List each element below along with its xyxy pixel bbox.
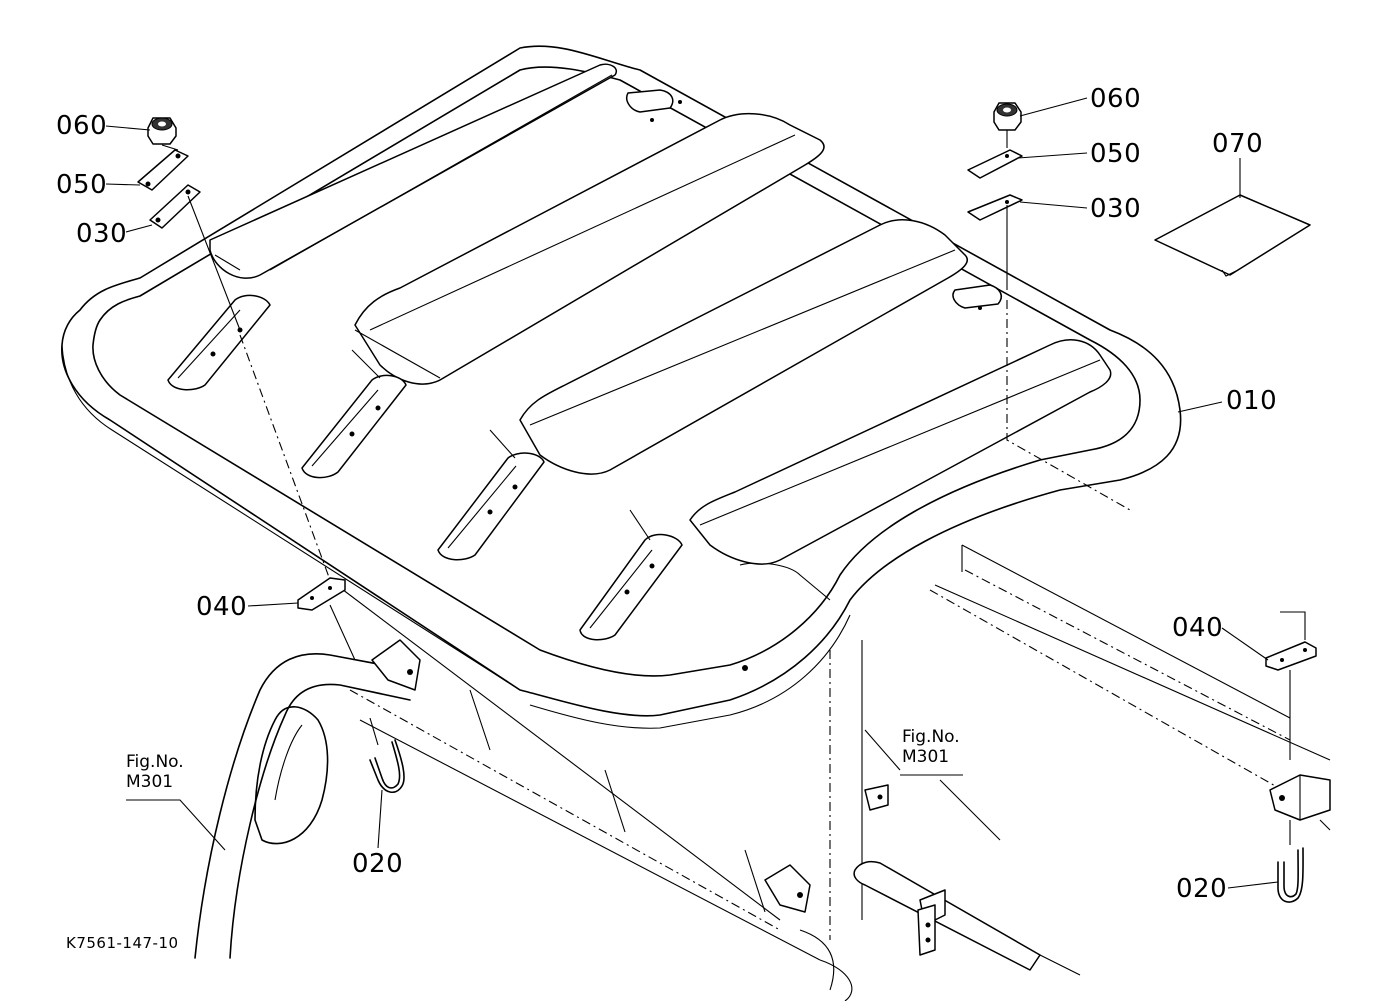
fig-ref-left-line1: Fig.No. [126, 752, 184, 772]
plate-030-left [149, 184, 201, 229]
label-050-right: 050 [1090, 139, 1142, 169]
nut-060-right [993, 102, 1022, 131]
drawing-code: K7561-147-10 [66, 934, 179, 952]
mount-pocket-4 [579, 533, 683, 641]
clip-040-right [1265, 641, 1317, 671]
roof-panel [61, 45, 1182, 729]
label-010: 010 [1226, 386, 1278, 416]
fig-ref-left-line2: M301 [126, 771, 174, 792]
leader-lines [105, 97, 1279, 889]
mount-pocket-3 [437, 452, 545, 561]
plate-050-left [137, 149, 189, 191]
nut-060-left [147, 117, 177, 145]
frame-structure [194, 544, 1331, 1002]
label-020-left: 020 [352, 849, 404, 879]
sheet-070 [1154, 194, 1311, 277]
clip-040-left [297, 577, 346, 611]
label-030-left: 030 [76, 219, 128, 249]
mount-pocket-1 [167, 294, 271, 391]
label-050-left: 050 [56, 170, 108, 200]
ubolt-020-right [1277, 820, 1304, 903]
label-020-right: 020 [1176, 874, 1228, 904]
label-070: 070 [1212, 129, 1264, 159]
fig-ref-center-line2: M301 [902, 746, 950, 767]
fig-ref-center: Fig.No. M301 [902, 727, 960, 767]
fig-ref-center-line1: Fig.No. [902, 727, 960, 747]
plate-030-right [967, 194, 1023, 221]
label-060-right: 060 [1090, 84, 1142, 114]
ubolt-020-left [369, 717, 405, 793]
fig-ref-left: Fig.No. M301 [126, 752, 184, 792]
label-060-left: 060 [56, 111, 108, 141]
mount-pocket-2 [301, 374, 407, 479]
label-040-left: 040 [196, 592, 248, 622]
label-040-right: 040 [1172, 613, 1224, 643]
plate-050-right [967, 149, 1023, 179]
label-030-right: 030 [1090, 194, 1142, 224]
